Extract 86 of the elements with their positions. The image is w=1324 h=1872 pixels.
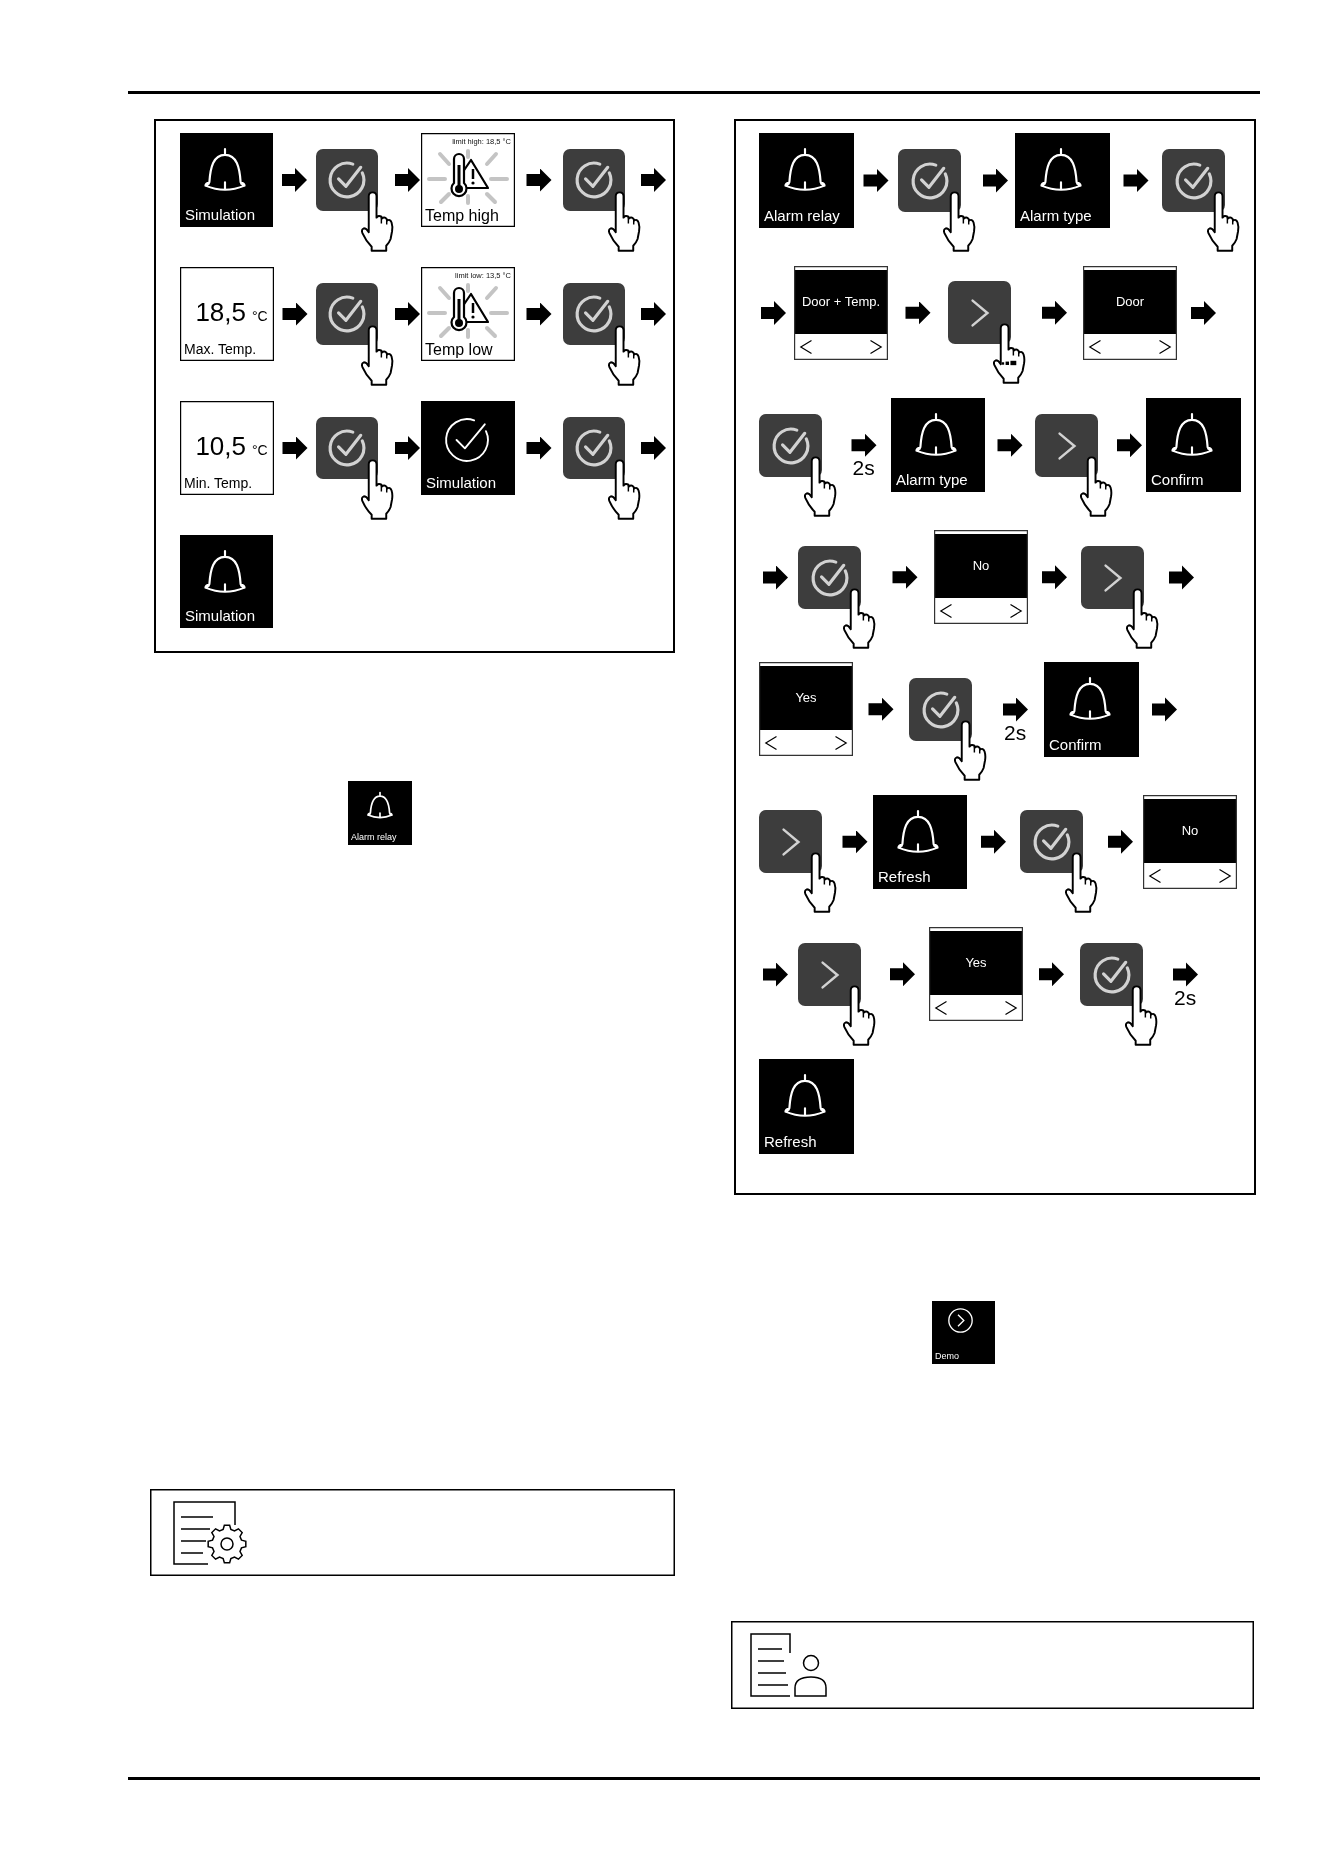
screen-label: Simulation: [426, 473, 497, 491]
menu-tile: [348, 781, 412, 845]
screen-label: Temp high: [425, 206, 499, 225]
screen-label: Min. Temp.: [184, 474, 253, 491]
selection-screen: [794, 266, 888, 360]
screen-label: Alarm type: [1020, 206, 1092, 224]
arrow: [890, 962, 915, 987]
arrow: [1003, 697, 1028, 722]
tile-label: Alarm relay: [351, 831, 397, 842]
arrow: [1117, 433, 1142, 458]
screen-label: Confirm: [1049, 735, 1102, 753]
selection-screen: [1143, 795, 1237, 889]
unit-label: °C: [252, 309, 268, 323]
arrow: [1042, 565, 1067, 590]
unit-label: °C: [252, 443, 268, 457]
arrow: [282, 168, 307, 192]
screen-label: Max. Temp.: [184, 340, 257, 357]
display-screen: [180, 267, 274, 361]
arrow: [1173, 962, 1198, 987]
arrow: [863, 168, 889, 193]
display-screen: [180, 535, 273, 628]
arrow: [282, 302, 308, 326]
screen-label: Simulation: [185, 205, 256, 223]
arrow: [395, 436, 420, 460]
screen-label: Refresh: [764, 1132, 817, 1150]
arrow: [1039, 962, 1064, 987]
display-screen: [891, 398, 985, 492]
display-screen: [180, 133, 273, 227]
arrow: [1042, 300, 1067, 325]
screen-label: Refresh: [878, 867, 931, 885]
display-screen: [421, 401, 515, 495]
display-screen: [759, 1059, 854, 1154]
arrow: [851, 433, 877, 458]
selection-screen: [929, 927, 1023, 1021]
selection-screen: [1083, 266, 1177, 360]
arrow: [1108, 829, 1133, 854]
arrow: [395, 168, 420, 192]
display-screen: [180, 401, 274, 495]
arrow: [395, 302, 420, 326]
option-text: Yes: [795, 690, 817, 706]
arrow: [1152, 697, 1177, 722]
option-text: Yes: [965, 955, 987, 971]
arrow: [641, 302, 666, 326]
tile-label: Demo: [935, 1350, 959, 1361]
display-screen: [873, 795, 967, 889]
arrow: [761, 301, 786, 325]
display-screen: [421, 267, 515, 361]
screen-label: Alarm relay: [764, 206, 840, 224]
arrow: [1123, 168, 1149, 193]
selection-screen: [759, 662, 853, 756]
option-text: No: [972, 558, 990, 574]
display-screen: [421, 133, 515, 227]
menu-tile: [932, 1301, 995, 1364]
arrow: [641, 436, 666, 460]
screen-label: Temp low: [425, 340, 493, 359]
option-text: Door: [1115, 294, 1145, 310]
screen-label: Simulation: [185, 606, 256, 624]
temperature-value: 10,5: [195, 433, 246, 459]
temperature-value: 18,5: [195, 299, 246, 325]
screen-label: Confirm: [1151, 470, 1204, 488]
arrow: [282, 436, 308, 460]
option-text: No: [1181, 823, 1199, 839]
display-screen: [1146, 398, 1241, 492]
arrow: [981, 829, 1006, 854]
screen-label: Alarm type: [896, 470, 968, 488]
figure-panel: [154, 119, 675, 653]
arrow: [983, 168, 1008, 193]
arrow: [997, 433, 1023, 458]
figure-panel: [734, 119, 1256, 1195]
arrow: [641, 168, 666, 192]
arrow: [526, 302, 552, 326]
arrow: [526, 436, 552, 460]
display-screen: [759, 133, 854, 228]
option-text: Door + Temp.: [801, 294, 881, 310]
arrow: [868, 697, 894, 722]
arrow: [526, 168, 552, 192]
arrow: [892, 565, 918, 590]
arrow: [763, 565, 788, 590]
arrow: [1191, 301, 1216, 325]
arrow: [1169, 565, 1194, 590]
display-screen: [1044, 662, 1139, 757]
selection-screen: [934, 530, 1028, 624]
arrow: [842, 829, 868, 854]
display-screen: [1015, 133, 1110, 228]
arrow: [763, 962, 788, 987]
arrow: [905, 300, 931, 325]
